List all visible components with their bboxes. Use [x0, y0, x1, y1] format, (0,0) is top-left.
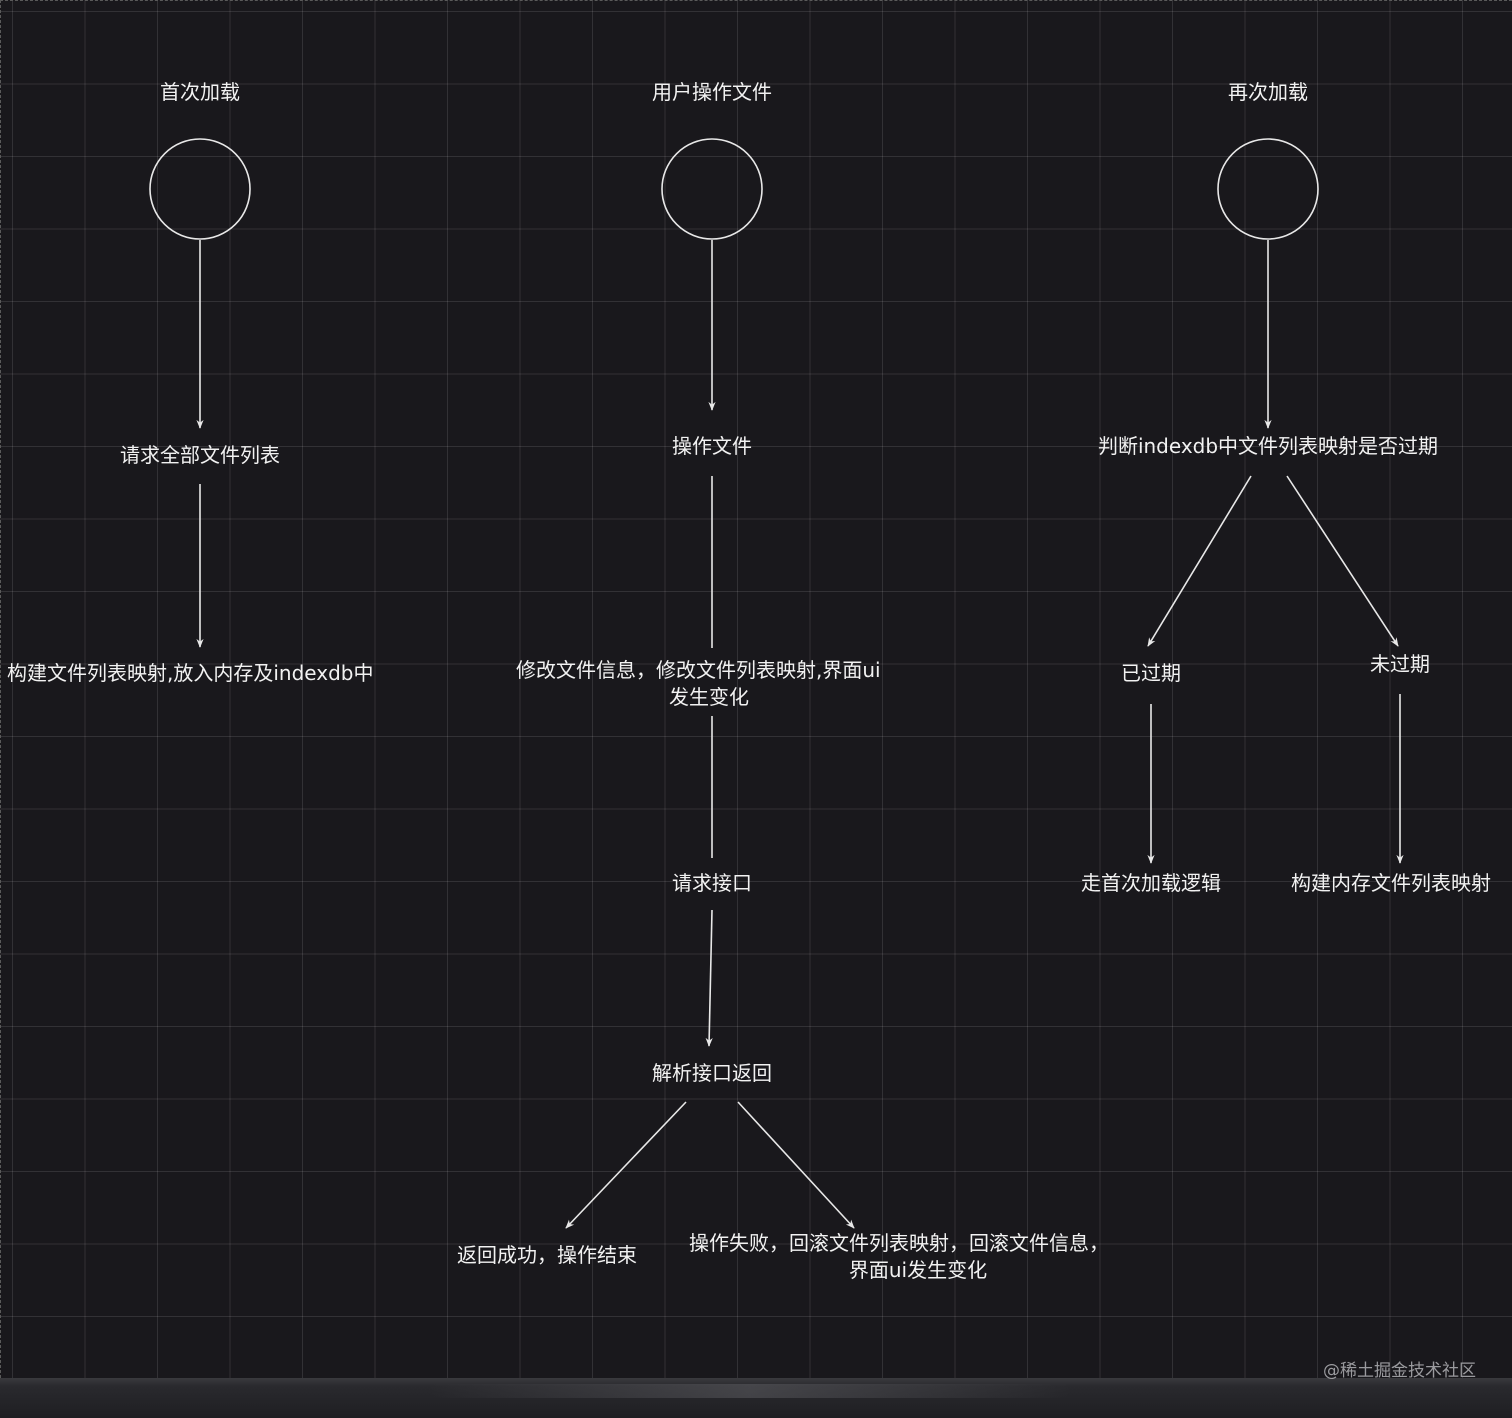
step-request-api[interactable]: 请求接口: [672, 871, 752, 895]
start-node-first-load[interactable]: [149, 138, 251, 240]
canvas-top-edge: [0, 0, 1512, 2]
step-operate-file[interactable]: 操作文件: [672, 434, 752, 458]
step-request-all-file-list[interactable]: 请求全部文件列表: [120, 443, 280, 467]
column-title-user-operate: 用户操作文件: [652, 80, 772, 104]
result-first-load-logic[interactable]: 走首次加载逻辑: [1081, 871, 1221, 895]
step-modify-file-info-line2[interactable]: 发生变化: [669, 685, 749, 709]
outcome-failure-line2[interactable]: 界面ui发生变化: [848, 1258, 988, 1282]
watermark: @稀土掘金技术社区: [1323, 1361, 1476, 1381]
result-build-memory-map[interactable]: 构建内存文件列表映射: [1291, 871, 1491, 895]
step-build-file-list-map[interactable]: 构建文件列表映射,放入内存及indexdb中: [7, 661, 374, 685]
decision-check-expired[interactable]: 判断indexdb中文件列表映射是否过期: [1097, 434, 1439, 458]
start-node-reload[interactable]: [1217, 138, 1319, 240]
branch-not-expired[interactable]: 未过期: [1370, 652, 1430, 676]
column-title-reload: 再次加载: [1228, 80, 1308, 104]
column-title-first-load: 首次加载: [160, 80, 240, 104]
step-parse-api-response[interactable]: 解析接口返回: [652, 1061, 772, 1085]
start-node-user-operate[interactable]: [661, 138, 763, 240]
arrow-decision-to-expired[interactable]: [1147, 475, 1252, 647]
arrow-decision-to-not-expired[interactable]: [1286, 475, 1399, 647]
arrow-request-api-to-parse[interactable]: [705, 909, 713, 1047]
outcome-failure[interactable]: 操作失败，回滚文件列表映射，回滚文件信息，: [689, 1231, 1109, 1255]
bottom-scrollbar[interactable]: [0, 1378, 1512, 1418]
outcome-success[interactable]: 返回成功，操作结束: [457, 1243, 637, 1267]
step-modify-file-info[interactable]: 修改文件信息，修改文件列表映射,界面ui: [516, 658, 881, 682]
branch-expired[interactable]: 已过期: [1121, 661, 1181, 685]
canvas-left-edge: [0, 0, 2, 1418]
arrow-parse-to-failure[interactable]: [737, 1101, 855, 1229]
arrow-parse-to-success[interactable]: [565, 1101, 687, 1229]
scrollbar-thumb[interactable]: [430, 1384, 1070, 1398]
